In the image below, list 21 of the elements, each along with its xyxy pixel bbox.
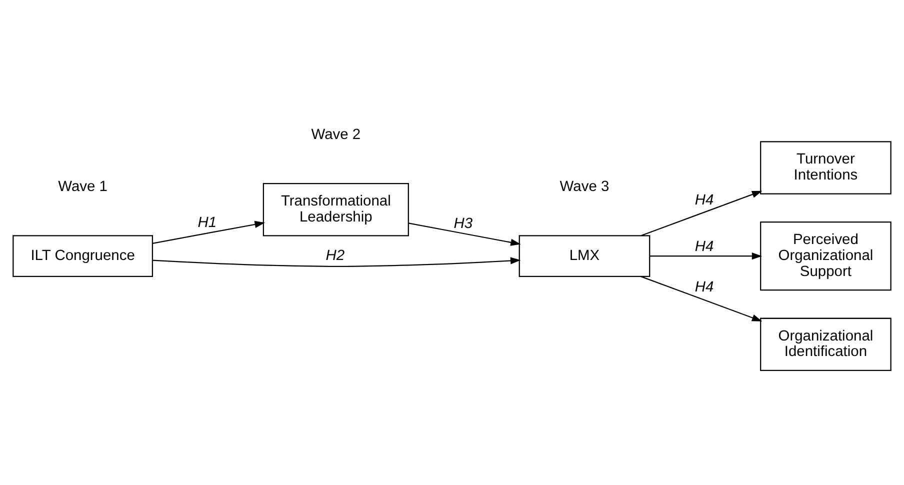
label: Wave 3 <box>560 178 610 195</box>
edge-label: H4 <box>694 280 714 296</box>
arrow <box>640 190 762 236</box>
arrow <box>152 257 521 267</box>
node-box: Turnover Intentions <box>760 141 892 194</box>
arrow <box>152 220 265 244</box>
edge-label: H3 <box>454 216 473 232</box>
arrow <box>650 252 762 260</box>
node-box: LMX <box>518 235 650 278</box>
edge-label: H2 <box>326 248 345 264</box>
arrow <box>408 222 521 246</box>
node-box: Organizational Identification <box>760 318 892 372</box>
node-box: Transformational Leadership <box>262 183 409 236</box>
label: Wave 2 <box>311 126 361 143</box>
edge-label: H4 <box>694 238 714 255</box>
edge-label: H1 <box>198 215 217 232</box>
arrow <box>640 276 762 322</box>
node-box: Perceived Organizational Support <box>760 222 892 291</box>
edge-label: H4 <box>694 192 714 208</box>
node-box: ILT Congruence <box>12 235 154 278</box>
label: Wave 1 <box>58 178 108 195</box>
